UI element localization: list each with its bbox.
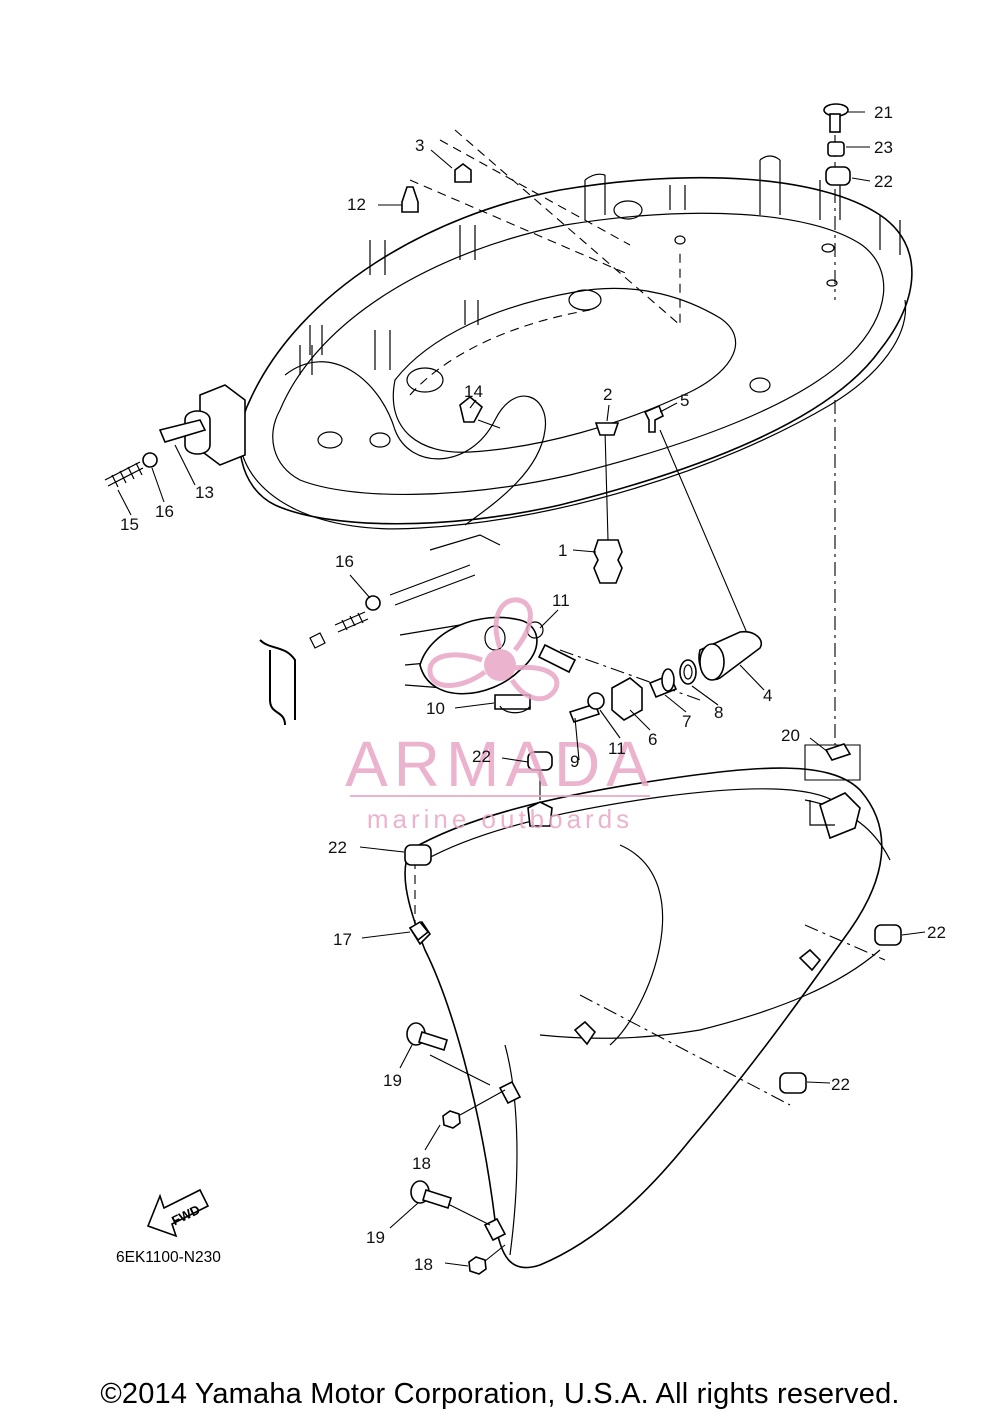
diagram-code: 6EK1100-N230 [116,1249,221,1266]
callout-2: 2 [603,385,612,404]
callout-16-mid: 16 [335,552,354,571]
callout-22-center: 22 [472,747,491,766]
propeller-logo [427,597,560,702]
watermark: ARMADA marine outboards [345,597,655,834]
callout-22-left: 22 [328,838,347,857]
callout-4: 4 [763,686,772,705]
fwd-arrow: FWD [146,1188,210,1238]
callout-9: 9 [570,752,579,771]
callout-labels: 1 2 3 4 5 6 7 8 9 10 11 11 12 13 14 15 1… [120,103,946,1274]
assembly-lines [259,129,886,1266]
callout-16-left: 16 [155,502,174,521]
callout-10: 10 [426,699,445,718]
bottom-cowling-tray [184,155,913,530]
watermark-brand: ARMADA [345,728,655,800]
callout-19-upper: 19 [383,1071,402,1090]
callout-6: 6 [648,730,657,749]
callout-11-upper: 11 [552,591,570,610]
callout-20: 20 [781,726,800,745]
callout-14: 14 [464,382,483,401]
callout-18-upper: 18 [412,1154,431,1173]
callout-12: 12 [347,195,366,214]
watermark-tagline: marine outboards [367,804,633,834]
callout-17: 17 [333,930,352,949]
callout-leaders [117,111,926,1267]
callout-5: 5 [680,391,689,410]
callout-21: 21 [874,103,893,122]
callout-15: 15 [120,515,139,534]
callout-7: 7 [682,712,691,731]
callout-23: 23 [874,138,893,157]
copyright-notice: ©2014 Yamaha Motor Corporation, U.S.A. A… [100,1378,900,1410]
callout-22-bottom: 22 [831,1075,850,1094]
callout-18-lower: 18 [414,1255,433,1274]
callout-11-lower: 11 [608,739,626,758]
callout-13: 13 [195,483,214,502]
callout-8: 8 [714,703,723,722]
lower-front-cover [404,767,891,1269]
callout-19-lower: 19 [366,1228,385,1247]
callout-22-top: 22 [874,172,893,191]
callout-22-right: 22 [927,923,946,942]
watermark-divider [350,795,650,797]
callout-1: 1 [558,541,567,560]
callout-3: 3 [415,136,424,155]
